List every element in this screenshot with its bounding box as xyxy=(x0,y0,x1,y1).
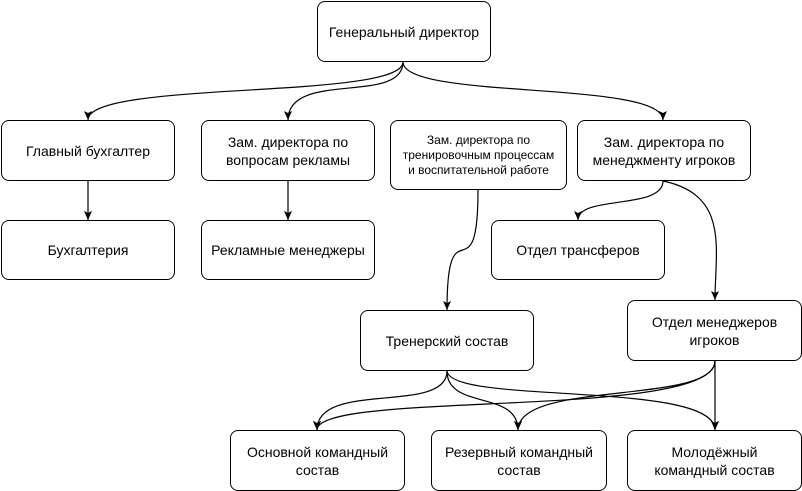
edge-ceo-to-chief-accountant xyxy=(84,61,404,121)
edge-player-managers-to-reserve-team xyxy=(514,360,716,431)
node-ceo[interactable]: Генеральный директор xyxy=(317,1,491,62)
node-chief-accountant[interactable]: Главный бухгалтер xyxy=(1,120,175,181)
node-deputy-training[interactable]: Зам. директора по тренировочным процесса… xyxy=(390,120,567,190)
node-player-managers[interactable]: Отдел менеджеров игроков xyxy=(627,300,802,361)
edge-deputy-training-to-coaching-staff xyxy=(443,189,479,311)
edge-coaching-staff-to-youth-team xyxy=(446,370,719,431)
node-transfers[interactable]: Отдел трансферов xyxy=(491,220,665,280)
node-deputy-players[interactable]: Зам. директора по менеджменту игроков xyxy=(577,120,751,181)
node-youth-team[interactable]: Молодёжный командный состав xyxy=(627,430,802,491)
edge-deputy-players-to-transfers xyxy=(574,180,664,221)
node-deputy-ads[interactable]: Зам. директора по вопросам рекламы xyxy=(201,120,375,181)
node-coaching-staff[interactable]: Тренерский состав xyxy=(360,310,534,371)
edge-ceo-to-deputy-players xyxy=(402,61,667,121)
edge-ceo-to-deputy-ads xyxy=(284,61,404,121)
edge-deputy-players-to-player-managers xyxy=(662,180,720,301)
node-accounting[interactable]: Бухгалтерия xyxy=(1,220,175,280)
node-ad-managers[interactable]: Рекламные менеджеры xyxy=(201,220,375,280)
node-reserve-team[interactable]: Резервный командный состав xyxy=(431,430,607,491)
node-main-team[interactable]: Основной командный состав xyxy=(230,430,405,491)
edge-coaching-staff-to-reserve-team xyxy=(446,370,522,431)
edge-coaching-staff-to-main-team xyxy=(313,370,448,431)
